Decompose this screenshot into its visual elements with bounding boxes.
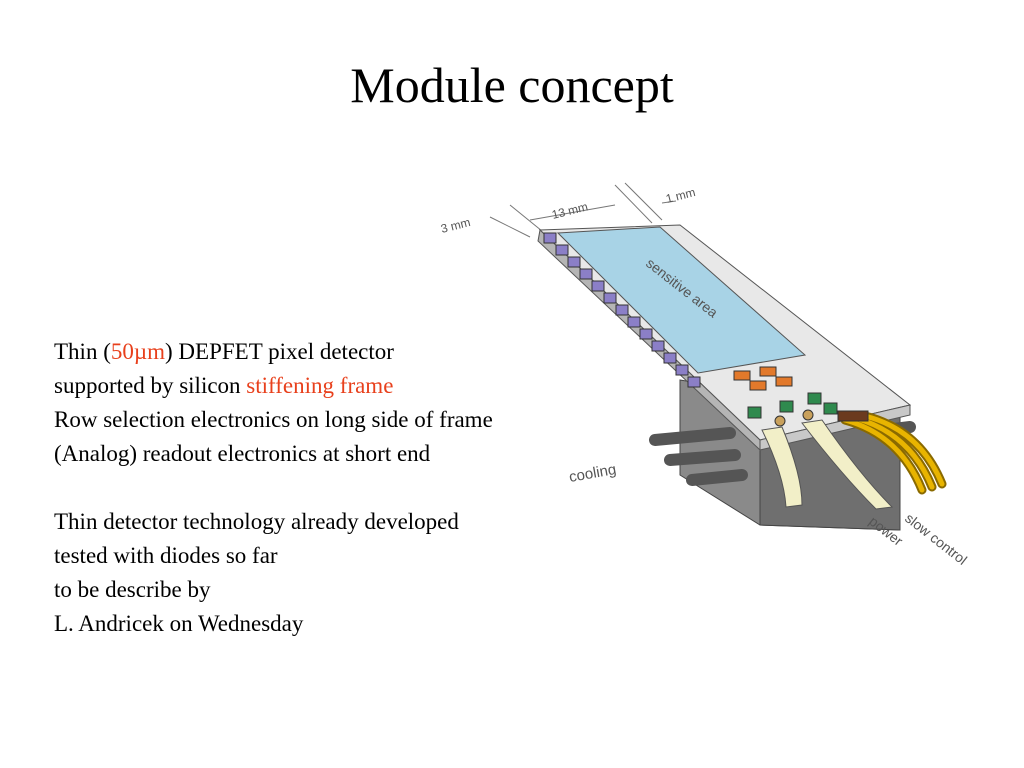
stiffening-frame-highlight: stiffening frame: [246, 373, 394, 398]
coax-cables: [840, 411, 947, 495]
text-line-4: (Analog) readout electronics at short en…: [54, 441, 431, 466]
module-drawing: 3 mm 13 mm 1 mm: [439, 182, 970, 568]
slide-title: Module concept: [350, 57, 674, 113]
line2-pre: supported by silicon: [54, 373, 247, 398]
text-line-1: Thin (50µm) DEPFET pixel detector: [54, 335, 614, 369]
power-cable: [761, 426, 803, 508]
slow-control-label: slow control: [902, 510, 970, 568]
dim-right-label: 1 mm: [664, 185, 696, 206]
row-selection-chips: [543, 232, 701, 388]
body-text: Thin (50µm) DEPFET pixel detector suppor…: [54, 335, 614, 641]
connector: [837, 410, 869, 422]
module-illustration: 3 mm 13 mm 1 mm: [430, 175, 1000, 600]
line1-pre: Thin (: [54, 339, 111, 364]
thickness-highlight: 50µm: [110, 339, 166, 364]
sensitive-area: [556, 226, 807, 374]
readout-chips: [733, 366, 838, 427]
text-line-7: to be describe by: [54, 577, 211, 602]
dim-middle-label: 13 mm: [550, 199, 589, 221]
dimension-lines: [489, 182, 677, 238]
slow-control-cable: [801, 419, 894, 510]
text-line-2: supported by silicon stiffening frame: [54, 369, 614, 403]
cooling-label: cooling: [568, 461, 618, 486]
text-line-8: L. Andricek on Wednesday: [54, 611, 304, 636]
line1-post: ) DEPFET pixel detector: [165, 339, 394, 364]
text-line-6: tested with diodes so far: [54, 543, 278, 568]
dim-left-label: 3 mm: [439, 215, 471, 236]
text-line-5: Thin detector technology already develop…: [54, 509, 459, 534]
text-line-3: Row selection electronics on long side o…: [54, 407, 493, 432]
